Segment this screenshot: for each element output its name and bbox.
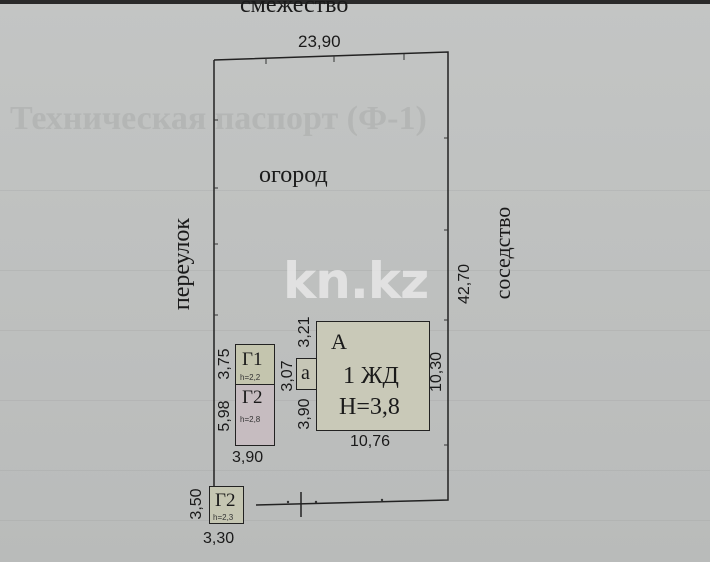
porch: а xyxy=(296,358,317,390)
house-name: 1 ЖД xyxy=(343,363,399,389)
house-right-dimension: 10,30 xyxy=(428,351,445,393)
right-border-label: соседство xyxy=(490,206,515,300)
house-height: Н=3,8 xyxy=(339,394,400,420)
g-block-width-dimension: 3,90 xyxy=(232,449,264,466)
ghost-heading: Техническая паспорт (Ф-1) xyxy=(10,100,427,137)
outbuilding-g1: Г1 h=2,2 xyxy=(235,344,275,385)
top-border-label: смежество xyxy=(240,0,349,18)
corner-g2-height: h=2,3 xyxy=(213,513,234,522)
main-house: А 1 ЖД Н=3,8 xyxy=(316,321,430,431)
photo-top-edge xyxy=(0,0,710,4)
outbuilding-g2: Г2 h=2,8 xyxy=(235,384,275,446)
corner-outbuilding-g2: Г2 h=2,3 xyxy=(209,486,244,524)
house-letter: А xyxy=(331,329,347,354)
house-bottom-dimension: 10,76 xyxy=(350,433,391,450)
left-border-label: переулок xyxy=(169,217,195,311)
garden-area-label: огород xyxy=(259,162,328,188)
watermark-logo: kn.kz xyxy=(283,252,429,310)
house-upper-left-dimension: 3,21 xyxy=(296,316,313,348)
porch-height-dimension: 3,07 xyxy=(279,360,296,392)
ghost-line xyxy=(0,190,710,191)
corner-g2-name: Г2 xyxy=(215,490,236,511)
ghost-line xyxy=(0,270,710,271)
ghost-line xyxy=(0,470,710,471)
right-length-dimension: 42,70 xyxy=(456,263,473,305)
porch-letter: а xyxy=(301,362,310,384)
g2-height: h=2,8 xyxy=(240,415,261,424)
g1-name: Г1 xyxy=(242,349,263,370)
g2-name: Г2 xyxy=(242,387,263,408)
corner-g2-height-dimension: 3,50 xyxy=(188,488,205,520)
corner-g2-width-dimension: 3,30 xyxy=(203,530,235,547)
ghost-line xyxy=(0,520,710,521)
top-width-dimension: 23,90 xyxy=(298,32,341,51)
g1-height: h=2,2 xyxy=(240,373,261,382)
house-lower-left-dimension: 3,90 xyxy=(296,398,313,430)
g1-height-dimension: 3,75 xyxy=(216,348,233,380)
g2-height-dimension: 5,98 xyxy=(216,400,233,432)
